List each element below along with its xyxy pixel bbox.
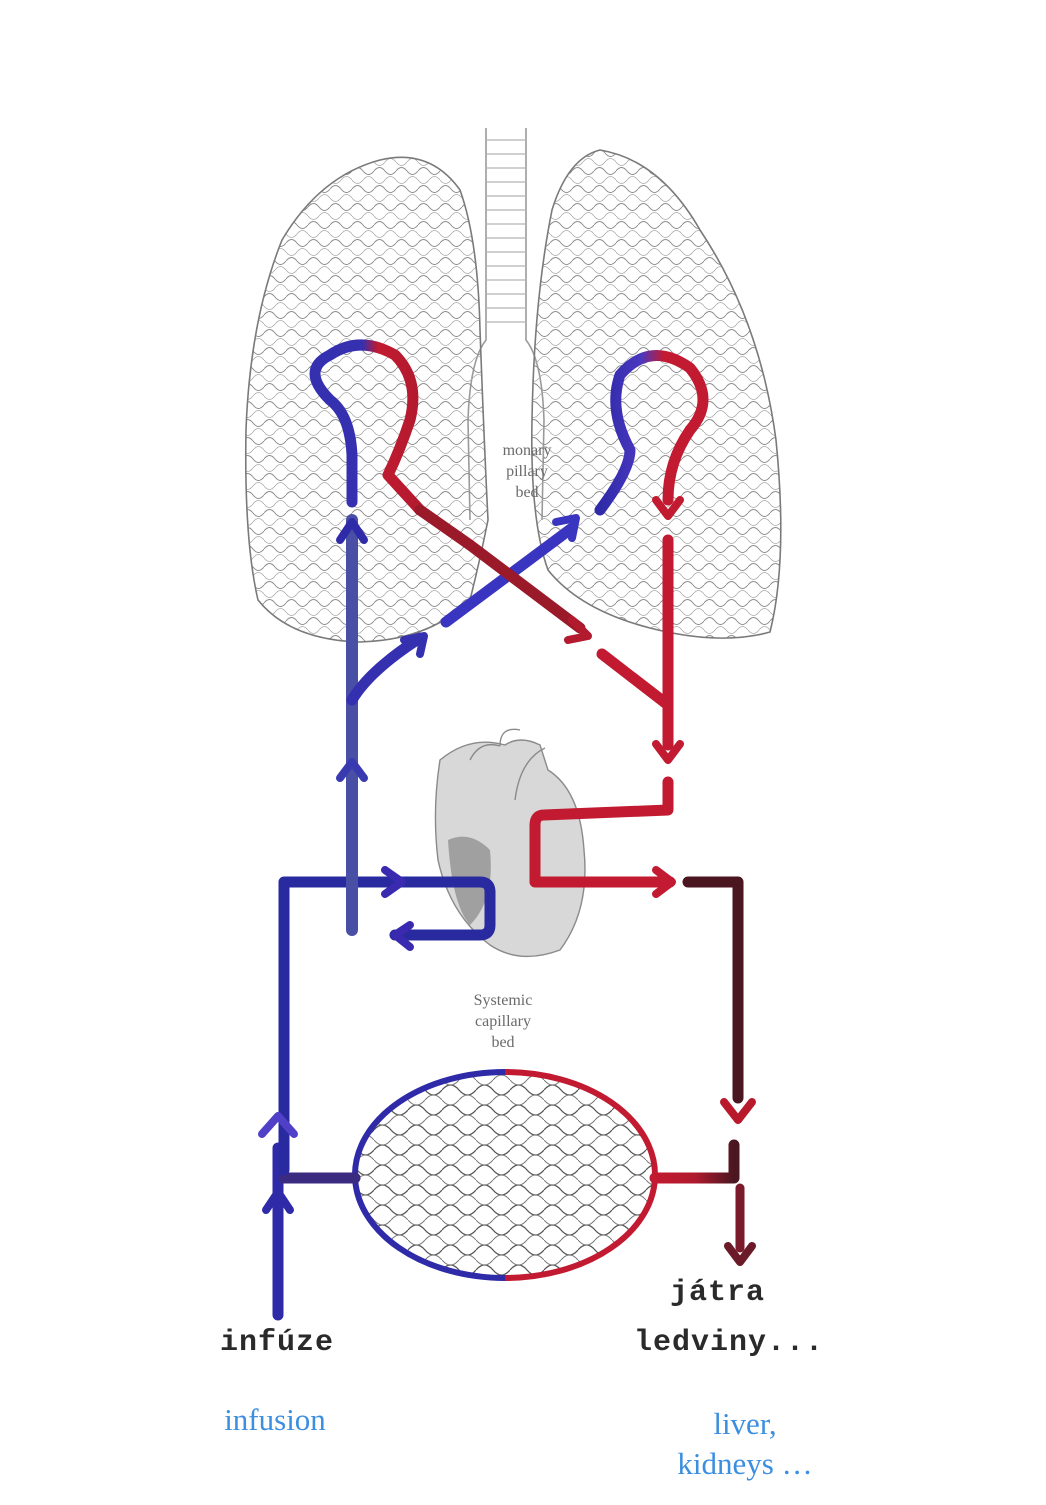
left-lung-sketch [246, 157, 488, 642]
infusion-english-label: infusion [210, 1400, 340, 1440]
right-lung-sketch [532, 150, 781, 638]
systemic-label-line3: bed [448, 1032, 558, 1053]
arrow-diagonal-icon [568, 620, 588, 640]
liver-kidneys-english-label: liver, kidneys … [650, 1404, 840, 1484]
systemic-label-line1: Systemic [448, 990, 558, 1011]
heart-sketch [435, 729, 585, 956]
systemic-label-line2: capillary [448, 1011, 558, 1032]
liver-english-line: liver, [650, 1404, 840, 1444]
ledviny-label: ledviny... [634, 1326, 824, 1360]
infuze-label: infúze [220, 1326, 334, 1360]
kidneys-english-line: kidneys … [650, 1444, 840, 1484]
arrow-down-icon [724, 1102, 752, 1120]
pulmonary-label-line3: bed [472, 482, 582, 503]
pulmonary-capillary-bed-label: monary pillary bed [472, 440, 582, 503]
systemic-capillary-bed-label: Systemic capillary bed [448, 990, 558, 1053]
jatra-label: játra [670, 1276, 765, 1310]
pulmonary-label-line1: monary [472, 440, 582, 461]
pulmonary-label-line2: pillary [472, 461, 582, 482]
